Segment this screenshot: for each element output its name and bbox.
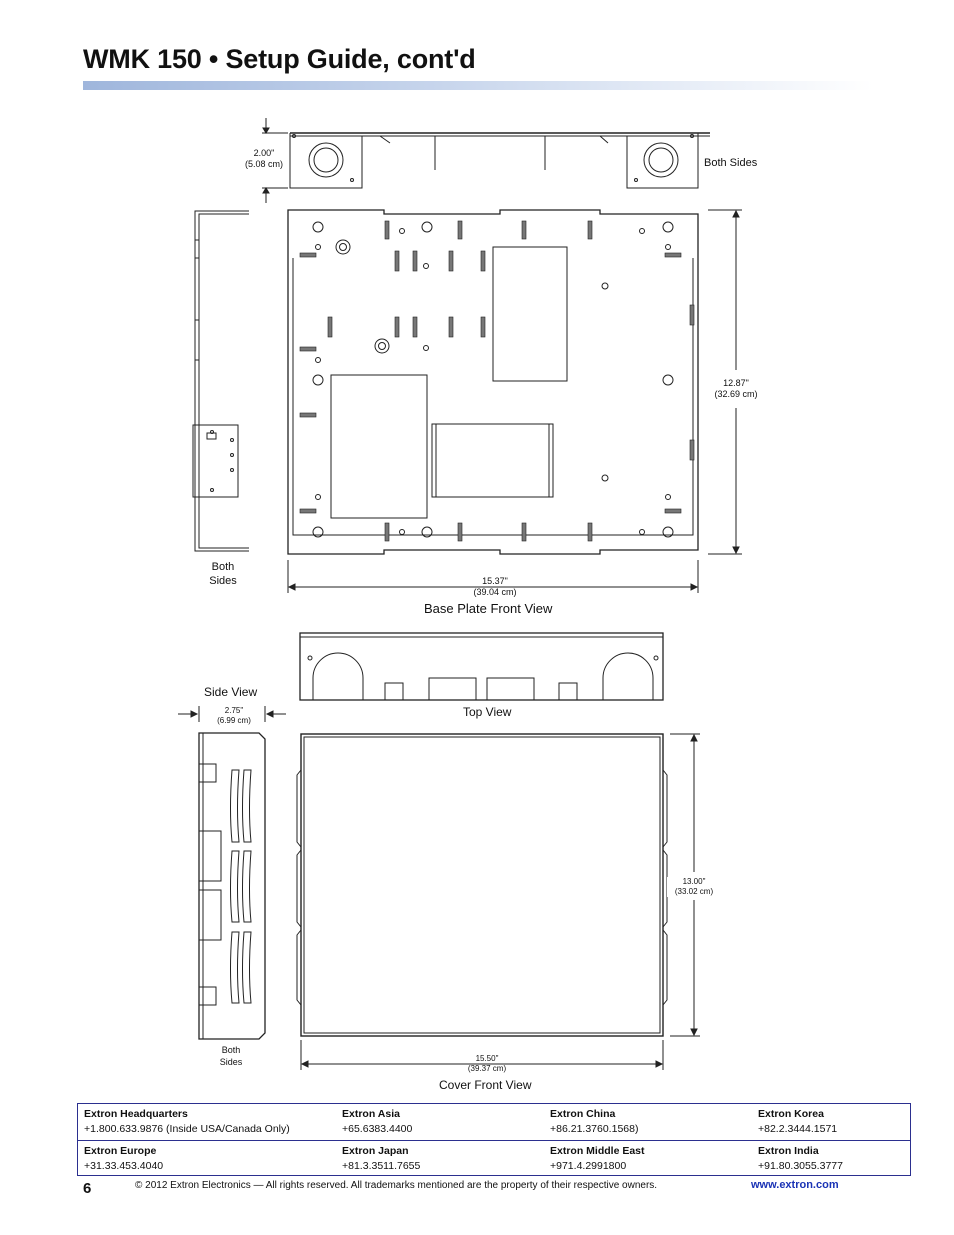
website-link[interactable]: www.extron.com xyxy=(751,1179,839,1191)
base-plate-front xyxy=(287,209,742,593)
base-height-inches: 12.87" xyxy=(723,378,749,388)
cover-height-cm: (33.02 cm) xyxy=(674,887,714,896)
cover-height-inches: 13.00" xyxy=(682,877,706,886)
cover-front-view xyxy=(296,733,700,1070)
side-depth-dimension-label: 2.75" (6.99 cm) xyxy=(208,706,260,726)
contact-europe: Extron Europe +31.33.453.4040 xyxy=(78,1140,336,1177)
contact-name: Extron Asia xyxy=(342,1108,400,1120)
contact-name: Extron China xyxy=(550,1108,616,1120)
both-sides-top-note: Both Sides xyxy=(704,157,758,169)
cover-width-dimension-label: 15.50" (39.37 cm) xyxy=(457,1054,517,1074)
base-plate-caption: Base Plate Front View xyxy=(424,601,553,616)
contact-asia: Extron Asia +65.6383.4400 xyxy=(336,1104,544,1141)
contact-name: Extron Headquarters xyxy=(84,1108,188,1120)
contact-phone: +86.21.3760.1568) xyxy=(550,1123,639,1135)
page-number: 6 xyxy=(83,1180,92,1197)
side-depth-inches: 2.75" xyxy=(224,706,244,715)
top-view-caption: Top View xyxy=(463,705,512,719)
cover-width-cm: (39.37 cm) xyxy=(467,1064,507,1073)
contact-china: Extron China +86.21.3760.1568) xyxy=(544,1104,752,1141)
base-height-cm: (32.69 cm) xyxy=(714,389,758,399)
contact-japan: Extron Japan +81.3.3511.7655 xyxy=(336,1140,544,1177)
both-sides-left-note: Both Sides xyxy=(209,561,237,587)
contact-phone: +971.4.2991800 xyxy=(550,1160,627,1172)
both-sides-bottom-note: Both Sides xyxy=(219,1045,243,1067)
contact-headquarters: Extron Headquarters +1.800.633.9876 (Ins… xyxy=(78,1104,336,1141)
contact-korea: Extron Korea +82.2.3444.1571 xyxy=(752,1104,910,1141)
top-depth-view xyxy=(262,118,710,203)
cover-side-view xyxy=(178,706,286,1040)
contact-phone: +82.2.3444.1571 xyxy=(758,1123,838,1135)
contact-name: Extron Europe xyxy=(84,1145,157,1157)
copyright-notice: © 2012 Extron Electronics — All rights r… xyxy=(135,1180,658,1191)
contact-phone: +65.6383.4400 xyxy=(342,1123,413,1135)
base-height-dimension-label: 12.87" (32.69 cm) xyxy=(708,378,764,400)
contact-phone: +31.33.453.4040 xyxy=(84,1160,164,1172)
contact-name: Extron India xyxy=(758,1145,819,1157)
depth-cm: (5.08 cm) xyxy=(244,159,283,169)
base-side-profile xyxy=(192,210,249,552)
contacts-table: Extron Headquarters +1.800.633.9876 (Ins… xyxy=(77,1103,911,1177)
contact-name: Extron Japan xyxy=(342,1145,409,1157)
side-depth-cm: (6.99 cm) xyxy=(217,716,251,725)
contact-name: Extron Middle East xyxy=(550,1145,645,1157)
depth-inches: 2.00" xyxy=(253,148,275,158)
cover-height-dimension-label: 13.00" (33.02 cm) xyxy=(667,877,721,897)
contact-phone: +91.80.3055.3777 xyxy=(758,1160,843,1172)
contact-india: Extron India +91.80.3055.3777 xyxy=(752,1140,910,1177)
cover-front-caption: Cover Front View xyxy=(439,1078,532,1092)
depth-dimension-label: 2.00" (5.08 cm) xyxy=(238,148,290,170)
cover-width-inches: 15.50" xyxy=(475,1054,499,1063)
base-width-inches: 15.37" xyxy=(482,576,508,586)
cover-top-view xyxy=(299,632,664,701)
side-view-caption: Side View xyxy=(204,685,258,699)
contact-phone: +81.3.3511.7655 xyxy=(342,1160,421,1172)
contact-middle-east: Extron Middle East +971.4.2991800 xyxy=(544,1140,752,1177)
title-gradient-bar xyxy=(83,81,873,90)
base-width-cm: (39.04 cm) xyxy=(473,587,517,597)
contact-phone: +1.800.633.9876 (Inside USA/Canada Only) xyxy=(84,1123,290,1135)
base-width-dimension-label: 15.37" (39.04 cm) xyxy=(465,576,525,598)
page-title: WMK 150 • Setup Guide, cont'd xyxy=(83,44,476,74)
contact-name: Extron Korea xyxy=(758,1108,824,1120)
